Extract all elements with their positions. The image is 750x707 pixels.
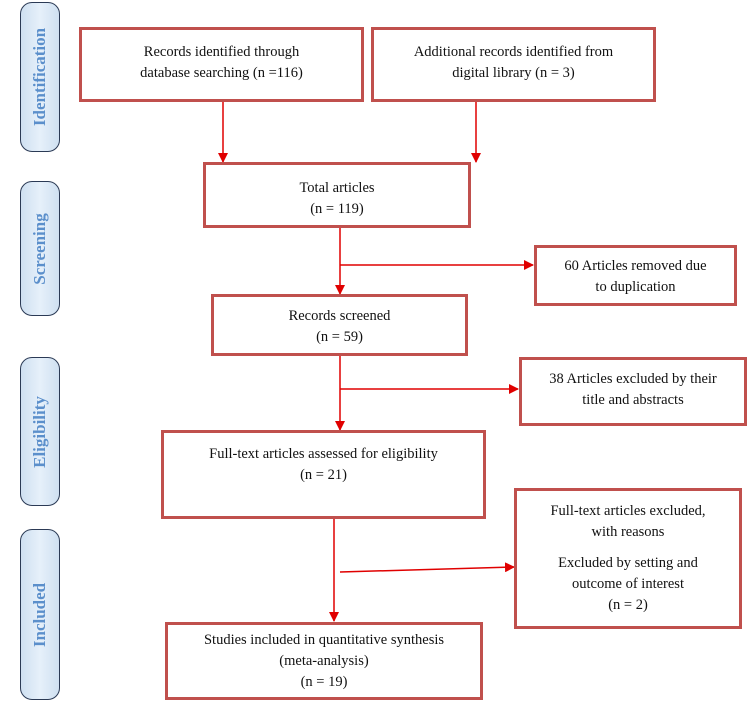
box-digital-library-line1: Additional records identified from (413, 44, 614, 60)
box-records-screened-line2: (n = 59) (316, 329, 363, 345)
box-fulltext-assessed: Full-text articles assessed for eligibil… (161, 430, 486, 519)
box-studies-included: Studies included in quantitative synthes… (165, 622, 483, 700)
phase-included: Included (20, 529, 60, 700)
box-database-search: Records identified through database sear… (79, 27, 364, 102)
phase-eligibility-label: Eligibility (30, 395, 49, 468)
box-total-articles-line2: (n = 119) (310, 201, 364, 217)
box-fulltext-excluded-line1: Full-text articles excluded, (550, 503, 706, 519)
phase-eligibility: Eligibility (20, 357, 60, 506)
box-digital-library: Additional records identified from digit… (371, 27, 656, 102)
box-fulltext-assessed-line2: (n = 21) (300, 467, 347, 483)
box-studies-included-line1: Studies included in quantitative synthes… (203, 632, 445, 648)
phase-identification: Identification (20, 2, 60, 152)
box-database-search-line1: Records identified through (143, 44, 300, 60)
box-excluded-title: 38 Articles excluded by their title and … (519, 357, 747, 426)
box-fulltext-excluded-line5: (n = 2) (608, 597, 648, 613)
box-database-search-line2: database searching (n =116) (140, 65, 303, 81)
box-duplicates-removed: 60 Articles removed due to duplication (534, 245, 737, 306)
arrow-to-fulltext-excluded (339, 562, 515, 573)
box-fulltext-excluded-line2: with reasons (591, 524, 665, 540)
box-total-articles-line1: Total articles (299, 180, 375, 196)
box-digital-library-line2: digital library (n = 3) (452, 65, 575, 81)
box-records-screened-line1: Records screened (288, 308, 391, 324)
phase-identification-label: Identification (30, 27, 49, 127)
box-duplicates-removed-line1: 60 Articles removed due (564, 258, 707, 274)
box-total-articles: Total articles (n = 119) (203, 162, 471, 228)
phase-screening-label: Screening (30, 212, 49, 285)
box-records-screened: Records screened (n = 59) (211, 294, 468, 356)
phase-included-label: Included (30, 582, 49, 647)
box-studies-included-line2: (meta-analysis) (279, 653, 369, 669)
box-fulltext-assessed-line1: Full-text articles assessed for eligibil… (209, 446, 438, 462)
box-studies-included-line3: (n = 19) (300, 674, 348, 690)
box-excluded-title-line2: title and abstracts (582, 392, 684, 408)
box-fulltext-excluded: Full-text articles excluded, with reason… (514, 488, 742, 629)
box-fulltext-excluded-line3: Excluded by setting and (558, 555, 698, 571)
box-excluded-title-line1: 38 Articles excluded by their (549, 371, 717, 387)
phase-screening: Screening (20, 181, 60, 316)
box-duplicates-removed-line2: to duplication (595, 279, 676, 295)
box-fulltext-excluded-line4: outcome of interest (572, 576, 684, 592)
